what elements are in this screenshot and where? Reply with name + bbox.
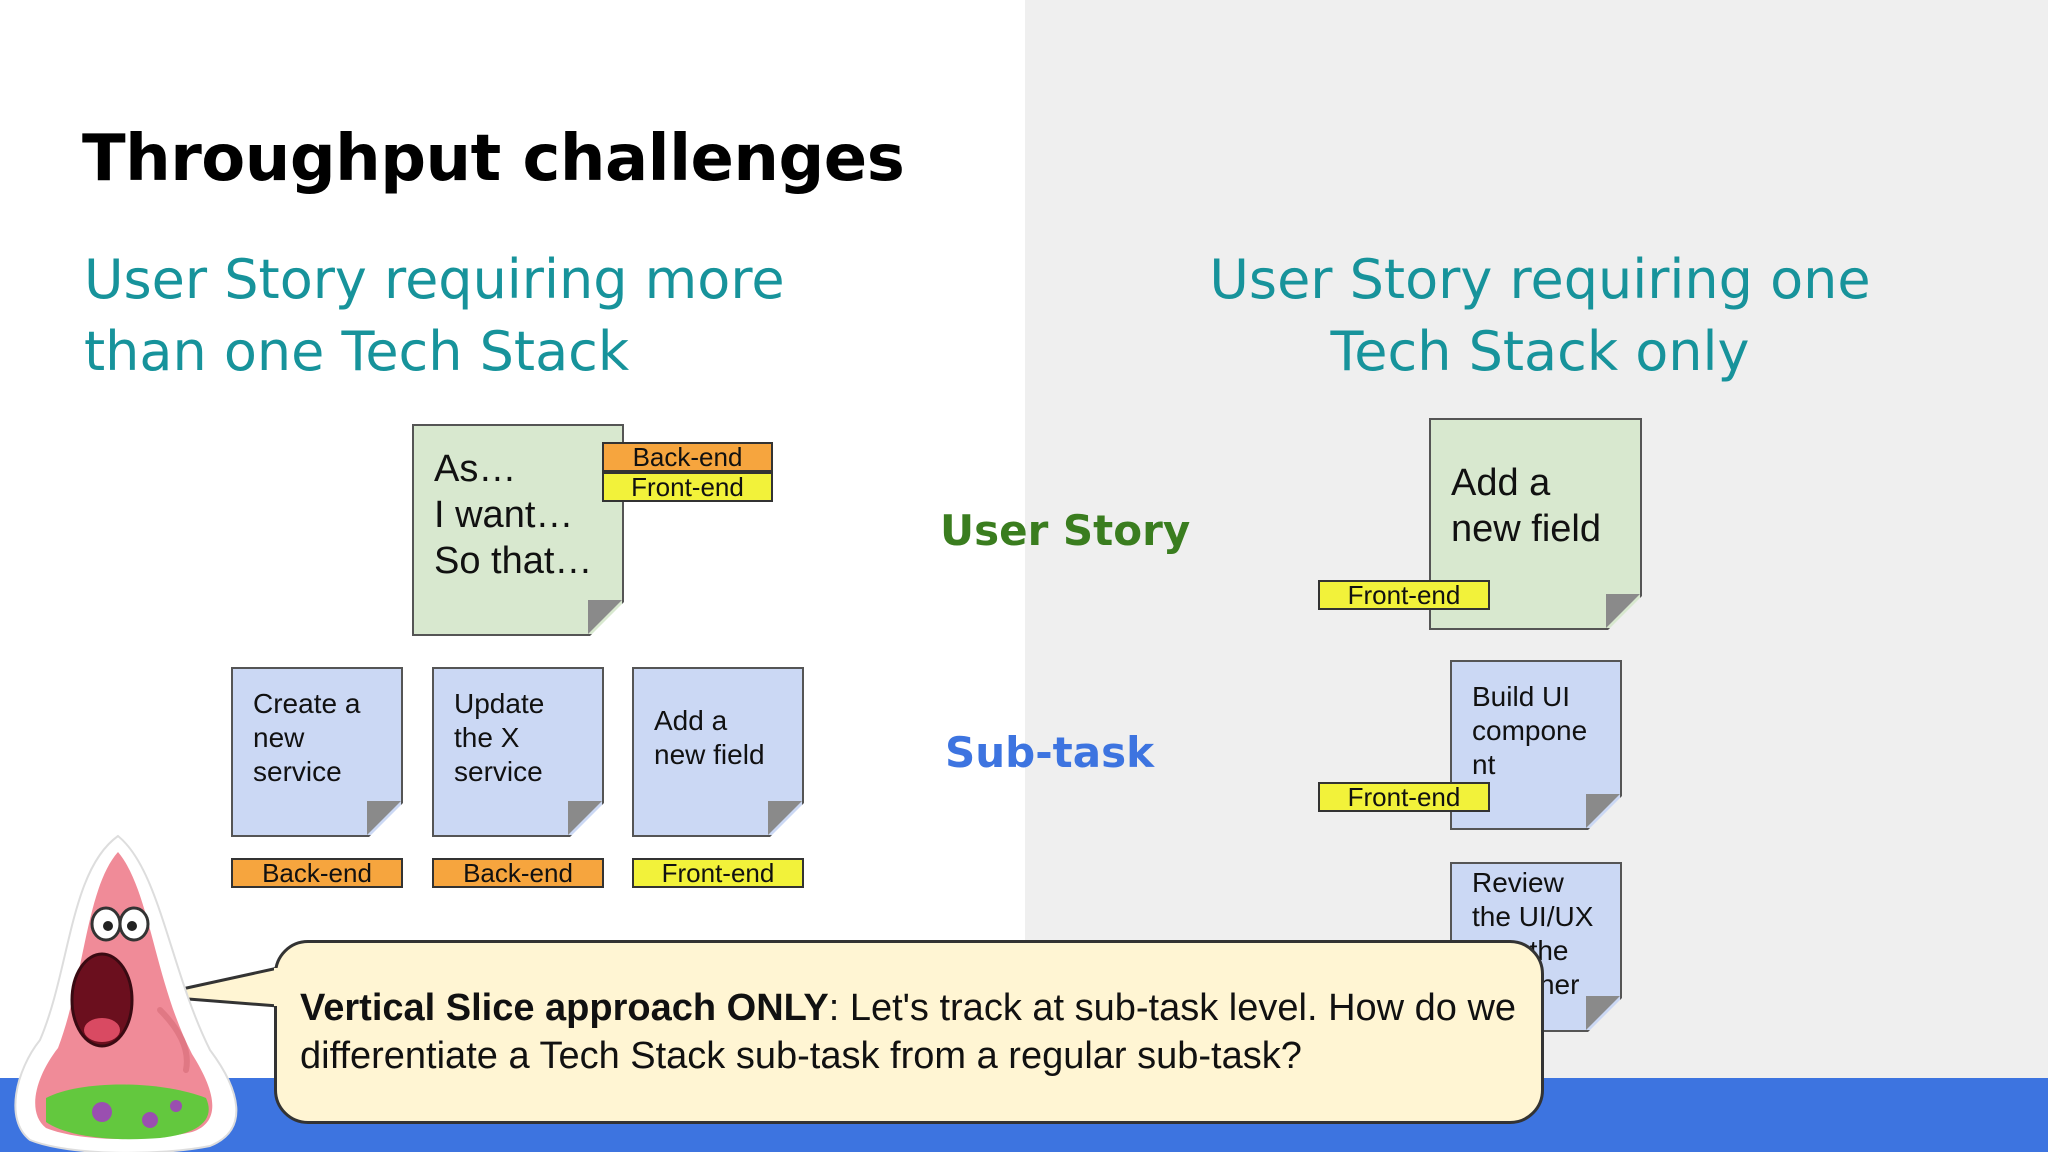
right-subtask-1-tag: Front-end [1318, 782, 1490, 812]
page-fold [568, 801, 602, 835]
speech-bubble [274, 940, 1544, 1124]
subtask-text: Create a new service [253, 688, 361, 787]
right-story-frontend-tag: Front-end [1318, 580, 1490, 610]
left-subtask-note-2: Update the X service [432, 667, 604, 837]
user-story-row-label: User Story [940, 506, 1191, 555]
left-subtask-note-1: Create a new service [231, 667, 403, 837]
left-heading: User Story requiring more than one Tech … [84, 248, 785, 383]
shocked-starfish-mascot-icon [14, 834, 238, 1152]
subtask-text: Build UI compone nt [1472, 681, 1588, 780]
left-story-backend-tag: Back-end [602, 442, 773, 472]
page-fold [588, 600, 622, 634]
left-user-story-note: As… I want… So that… [412, 424, 624, 636]
left-subtask-1-tag: Back-end [231, 858, 403, 888]
subtask-text: Add a new field [654, 705, 765, 770]
callout-bold-text: Vertical Slice approach ONLY [300, 987, 829, 1029]
right-heading: User Story requiring one Tech Stack only [1209, 248, 1871, 383]
callout-body-text: : Let's track at sub-task level. How do … [300, 987, 1517, 1077]
callout-text: Vertical Slice approach ONLY: Let's trac… [300, 984, 1530, 1080]
left-user-story-text: As… I want… So that… [434, 448, 593, 582]
left-subtask-note-3: Add a new field [632, 667, 804, 837]
left-subtask-2-tag: Back-end [432, 858, 604, 888]
page-fold [768, 801, 802, 835]
sub-task-row-label: Sub-task [945, 728, 1154, 777]
subtask-text: Update the X service [454, 688, 545, 787]
left-story-frontend-tag: Front-end [602, 472, 773, 502]
left-subtask-3-tag: Front-end [632, 858, 804, 888]
page-fold [367, 801, 401, 835]
slide-title: Throughput challenges [82, 122, 905, 196]
right-user-story-text: Add a new field [1451, 462, 1601, 550]
